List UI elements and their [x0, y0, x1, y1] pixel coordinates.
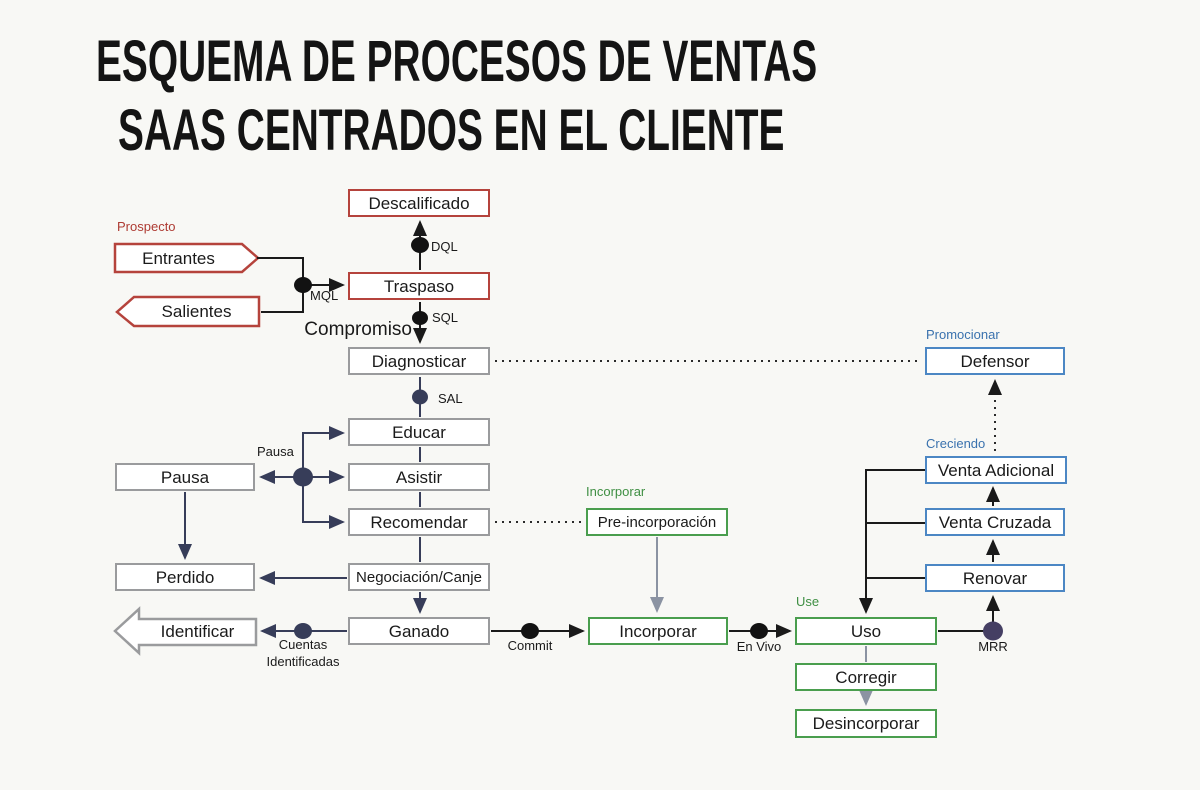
cuentas-dot: [294, 623, 312, 639]
navy-connectors: [178, 377, 427, 638]
edge-label-en-vivo: En Vivo: [736, 639, 782, 654]
diagram-title-line1: ESQUEMA DE PROCESOS DE VENTAS: [96, 29, 818, 94]
node-corregir: Corregir: [795, 663, 937, 691]
envivo-dot: [750, 623, 768, 639]
edge-label-commit: Commit: [507, 638, 553, 653]
node-salientes: Salientes: [161, 302, 232, 321]
edge-junction-to-educar: [302, 426, 345, 477]
node-identificar: Identificar: [160, 622, 235, 641]
node-pausa: Pausa: [115, 463, 255, 491]
edge-label-pausa: Pausa: [257, 444, 294, 459]
mql-dot: [294, 277, 312, 293]
node-ganado: Ganado: [348, 617, 490, 645]
stage-label-promocionar: Promocionar: [926, 327, 1000, 342]
node-traspaso: Traspaso: [348, 272, 490, 300]
entrantes-pennant-shape: [113, 242, 260, 274]
edge-label-sal: SAL: [438, 391, 463, 406]
node-recomendar: Recomendar: [348, 508, 490, 536]
node-uso: Uso: [795, 617, 937, 645]
identificar-arrow-shape: [113, 606, 258, 656]
edge-label-mrr: MRR: [978, 639, 1008, 654]
salientes-pennant-shape: [115, 295, 261, 328]
node-asistir: Asistir: [348, 463, 490, 491]
stage-label-creciendo: Creciendo: [926, 436, 986, 451]
node-defensor: Defensor: [925, 347, 1065, 375]
node-negociacion-canje: Negociación/Canje: [348, 563, 490, 591]
node-incorporar: Incorporar: [588, 617, 728, 645]
edge-label-dql: DQL: [431, 239, 458, 254]
dql-dot: [411, 237, 429, 253]
shape-nodes: [113, 242, 261, 656]
stage-label-use: Use: [796, 594, 820, 609]
gray-connectors: [650, 537, 873, 706]
node-venta-adicional: Venta Adicional: [925, 456, 1067, 484]
node-entrantes: Entrantes: [142, 249, 215, 268]
diagram-title-line2: SAAS CENTRADOS EN EL CLIENTE: [118, 98, 785, 163]
node-desincorporar: Desincorporar: [795, 709, 937, 738]
node-preincorporacion: Pre-incorporación: [586, 508, 728, 536]
sal-dot: [412, 389, 428, 405]
node-descalificado: Descalificado: [348, 189, 490, 217]
node-diagnosticar: Diagnosticar: [348, 347, 490, 375]
sql-dot: [412, 311, 428, 325]
pausa-junction-dot: [293, 467, 313, 487]
dotted-connectors: [495, 360, 1002, 523]
mrr-dot: [983, 621, 1003, 641]
junction-dots: [293, 237, 1003, 641]
stage-label-incorporar: Incorporar: [586, 484, 646, 499]
node-venta-cruzada: Venta Cruzada: [925, 508, 1065, 536]
node-renovar: Renovar: [925, 564, 1065, 592]
node-educar: Educar: [348, 418, 490, 446]
edge-label-sql: SQL: [432, 310, 459, 325]
edge-label-mql: MQL: [310, 288, 339, 303]
edge-label-cuentas-identificadas: Cuentas Identificadas: [266, 637, 340, 669]
edge-ventaadicional-to-uso-trunk: [859, 469, 925, 614]
stage-label-compromiso: Compromiso: [304, 319, 412, 340]
stage-label-prospecto: Prospecto: [117, 219, 176, 234]
node-perdido: Perdido: [115, 563, 255, 591]
commit-dot: [521, 623, 539, 639]
edge-junction-to-recomendar: [302, 477, 345, 529]
